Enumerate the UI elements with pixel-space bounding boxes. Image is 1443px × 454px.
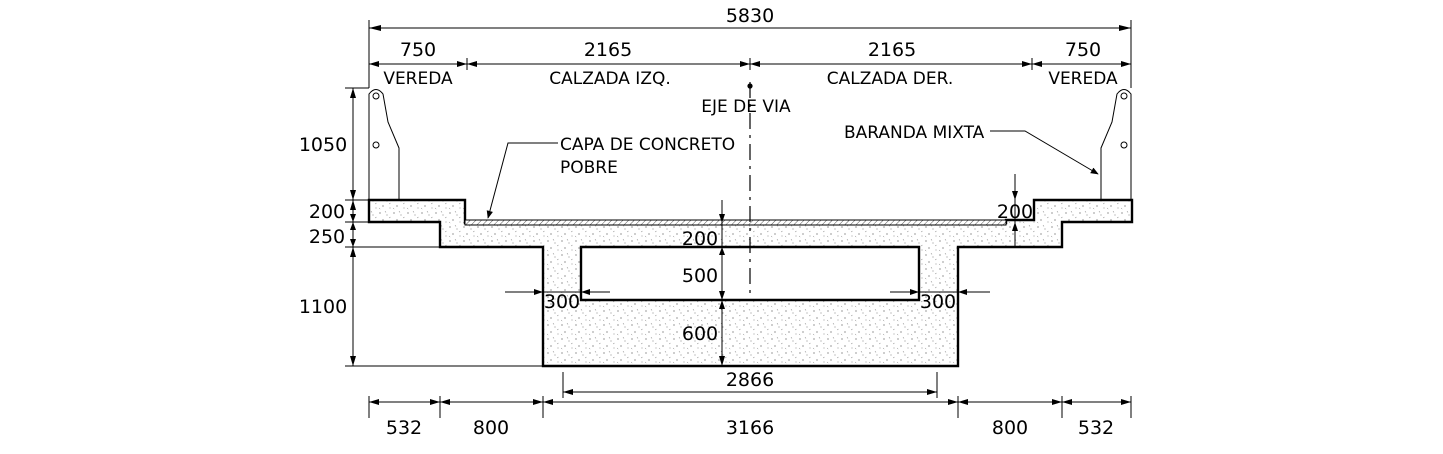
dim-void-width: 2866 [726,369,774,391]
label-calzada-der: CALZADA DER. [827,69,954,89]
railing-left-hole-bottom [372,141,380,149]
dim-bottom-3166: 3166 [726,417,774,439]
railing-left [368,89,400,200]
railing-left-hole-top [372,92,380,100]
dim-calzada-left: 2165 [584,39,632,61]
left-dimensions [345,87,543,367]
dim-void-height: 500 [682,265,718,287]
dim-bottom-532-left: 532 [386,417,422,439]
label-calzada-izq: CALZADA IZQ. [549,69,671,89]
dim-h-step: 250 [309,226,345,248]
dim-bottom-slab: 600 [682,323,718,345]
dim-web-left: 300 [544,291,580,313]
railing-right-hole-bottom [1120,141,1128,149]
bottom-dimensions [368,396,1132,418]
dim-vereda-left: 750 [400,39,436,61]
label-vereda-right: VEREDA [1048,69,1118,89]
label-capa-line1: CAPA DE CONCRETO [560,135,735,155]
railing-right-hole-top [1120,92,1128,100]
centerline-marker [747,83,753,89]
interior-dimensions [505,174,1018,398]
label-eje-de-via: EJE DE VIA [701,97,791,117]
dim-top-slab: 200 [682,228,718,250]
dim-calzada-right: 2165 [868,39,916,61]
dim-h-railing: 1050 [299,134,347,156]
dim-h-sidewalk-slab: 200 [309,201,345,223]
dim-vereda-right: 750 [1065,39,1101,61]
label-baranda-mixta: BARANDA MIXTA [844,123,985,143]
dim-web-right: 300 [920,291,956,313]
dim-total-width: 5830 [726,5,774,27]
dim-pavement-right: 200 [997,201,1033,223]
dim-bottom-800-right: 800 [992,417,1028,439]
label-vereda-left: VEREDA [383,69,453,89]
top-dimensions [368,20,1132,88]
dim-bottom-800-left: 800 [473,417,509,439]
lean-concrete-layer [464,219,1007,226]
label-capa-line2: POBRE [560,158,618,178]
dim-bottom-532-right: 532 [1078,417,1114,439]
railing-right [1100,89,1132,200]
leaders [486,130,1099,219]
dim-h-box: 1100 [299,296,347,318]
